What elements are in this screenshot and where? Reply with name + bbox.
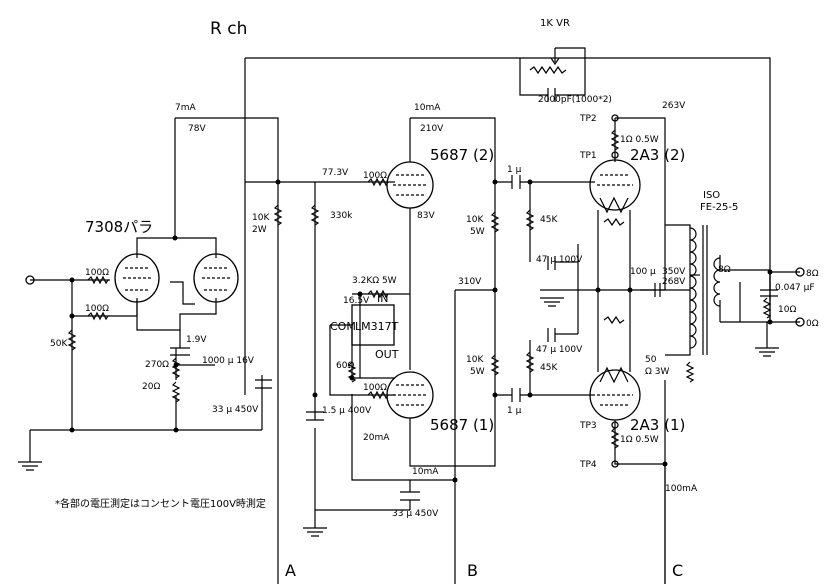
label-1000u: 1000 μ 16V	[202, 356, 255, 366]
label-83v: 83V	[417, 211, 435, 221]
label-45k-bot: 45K	[540, 363, 558, 373]
label-263v: 263V	[662, 101, 686, 111]
label-50k: 50K	[50, 339, 68, 349]
label-47u-top: 47 μ 100V	[536, 255, 583, 265]
label-310v: 310V	[458, 277, 482, 287]
label-210v: 210V	[420, 124, 444, 134]
label-33u-b: 33 μ 450V	[392, 509, 439, 519]
ic-name: LM317T	[355, 320, 399, 333]
tp3: TP3	[579, 421, 597, 431]
label-350v: 350V	[662, 267, 686, 277]
tube-label-7308: 7308パラ	[85, 218, 153, 236]
label-2w: 2W	[252, 225, 267, 235]
tube-label-2a3-top: 2A3 (2)	[630, 146, 685, 164]
resistors	[67, 47, 772, 449]
label-1u-bot: 1 μ	[507, 406, 522, 416]
vr-label: 1K VR	[540, 18, 570, 29]
label-100r-d: 100Ω	[363, 383, 387, 393]
ic-pin-out: OUT	[375, 348, 399, 361]
tp4: TP4	[579, 460, 597, 470]
label-0047u: 0.047 μF	[775, 283, 815, 293]
tube-label-5687-bottom: 5687 (1)	[430, 416, 494, 434]
tube-2a3-bottom	[589, 366, 641, 421]
transformer-line1: ISO	[703, 190, 720, 201]
label-out0: 0Ω	[806, 319, 819, 329]
output-terminal-0	[795, 317, 805, 327]
label-7ma: 7mA	[175, 103, 196, 113]
label-78v: 78V	[188, 124, 206, 134]
label-32k: 3.2KΩ 5W	[352, 276, 397, 286]
label-47u-bot: 47 μ 100V	[536, 345, 583, 355]
label-100r-a: 100Ω	[363, 171, 387, 181]
label-out8: 8Ω	[806, 269, 819, 279]
output-terminal-8	[795, 267, 805, 277]
label-5w-b: 5W	[470, 367, 485, 377]
input-terminal	[25, 275, 35, 285]
label-10ma-bot: 10mA	[412, 467, 439, 477]
ic-pin-com: COM	[330, 320, 356, 333]
label-10ma-top: 10mA	[414, 103, 441, 113]
feedback-cap-label: 2000pF(1000*2)	[538, 95, 612, 105]
label-1r-bot: 1Ω 0.5W	[620, 435, 659, 445]
label-33u-a: 33 μ 450V	[212, 405, 259, 415]
component-labels: 7mA 78V 10K 2W 77.3V 100Ω 330k 10mA 210V…	[50, 101, 819, 519]
label-773v: 77.3V	[322, 168, 349, 178]
label-1r-top: 1Ω 0.5W	[620, 135, 659, 145]
label-100u: 100 μ	[630, 267, 656, 277]
label-100ma: 100mA	[665, 484, 698, 494]
tube-7308-left	[114, 253, 160, 303]
ic-pin-in: IN	[377, 292, 388, 305]
label-10k-a: 10K	[466, 215, 484, 225]
label-8r-sec: 8Ω	[718, 265, 731, 275]
label-1u-top: 1 μ	[507, 165, 522, 175]
output-transformer	[689, 225, 721, 355]
label-100r-c: 100Ω	[85, 304, 109, 314]
label-60r: 60Ω	[336, 361, 354, 371]
tube-5687-bottom	[386, 371, 434, 419]
label-50: 50	[645, 355, 657, 365]
terminal-c: C	[672, 561, 683, 580]
diagram-title: R ch	[210, 19, 247, 39]
label-5w-a: 5W	[470, 227, 485, 237]
label-10r: 10Ω	[778, 305, 796, 315]
label-330k: 330k	[330, 211, 353, 221]
transformer-line2: FE-25-5	[700, 202, 738, 213]
tube-label-5687-top: 5687 (2)	[430, 146, 494, 164]
tube-2a3-top	[589, 159, 641, 214]
tube-7308-right	[193, 253, 239, 303]
lm317t-box	[351, 304, 395, 346]
tube-5687-top	[386, 161, 434, 209]
label-15u: 1.5 μ 400V	[322, 406, 372, 416]
tp2: TP2	[579, 114, 597, 124]
label-45k-top: 45K	[540, 215, 558, 225]
terminal-a: A	[285, 561, 296, 580]
label-10k: 10K	[252, 213, 270, 223]
label-100r-b: 100Ω	[85, 268, 109, 278]
label-268v: 268V	[662, 277, 686, 287]
capacitors	[170, 88, 778, 501]
label-3w: Ω 3W	[645, 367, 669, 377]
label-10k-b: 10K	[466, 355, 484, 365]
test-points	[611, 114, 619, 468]
label-270r: 270Ω	[145, 360, 169, 370]
label-19v: 1.9V	[186, 335, 207, 345]
label-20ma: 20mA	[363, 433, 390, 443]
terminal-b: B	[467, 561, 478, 580]
tp1: TP1	[579, 151, 597, 161]
ground-symbols	[18, 297, 779, 537]
tube-label-2a3-bottom: 2A3 (1)	[630, 416, 685, 434]
label-20r: 20Ω	[142, 382, 160, 392]
voltage-note: *各部の電圧測定はコンセント電圧100V時測定	[55, 497, 266, 510]
label-165v: 16.5V	[343, 296, 370, 306]
